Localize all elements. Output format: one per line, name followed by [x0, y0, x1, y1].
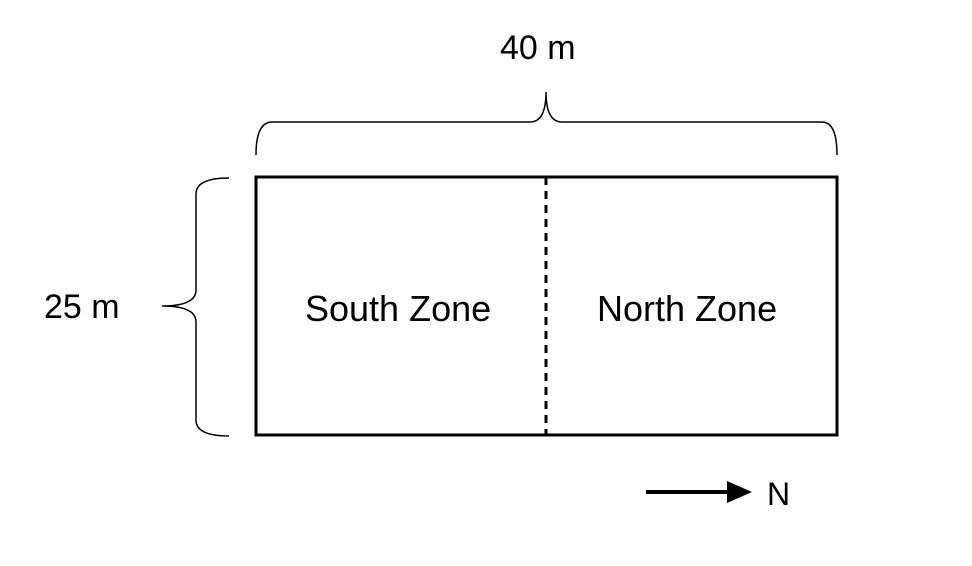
width-brace	[255, 91, 838, 156]
north-zone-label: North Zone	[597, 288, 778, 329]
south-zone-label: South Zone	[305, 288, 492, 329]
arrow-right-icon	[646, 481, 752, 503]
height-dimension-label: 25 m	[44, 288, 120, 326]
height-brace	[161, 177, 230, 437]
width-dimension-label: 40 m	[500, 29, 576, 67]
compass-north-label: N	[767, 476, 791, 512]
